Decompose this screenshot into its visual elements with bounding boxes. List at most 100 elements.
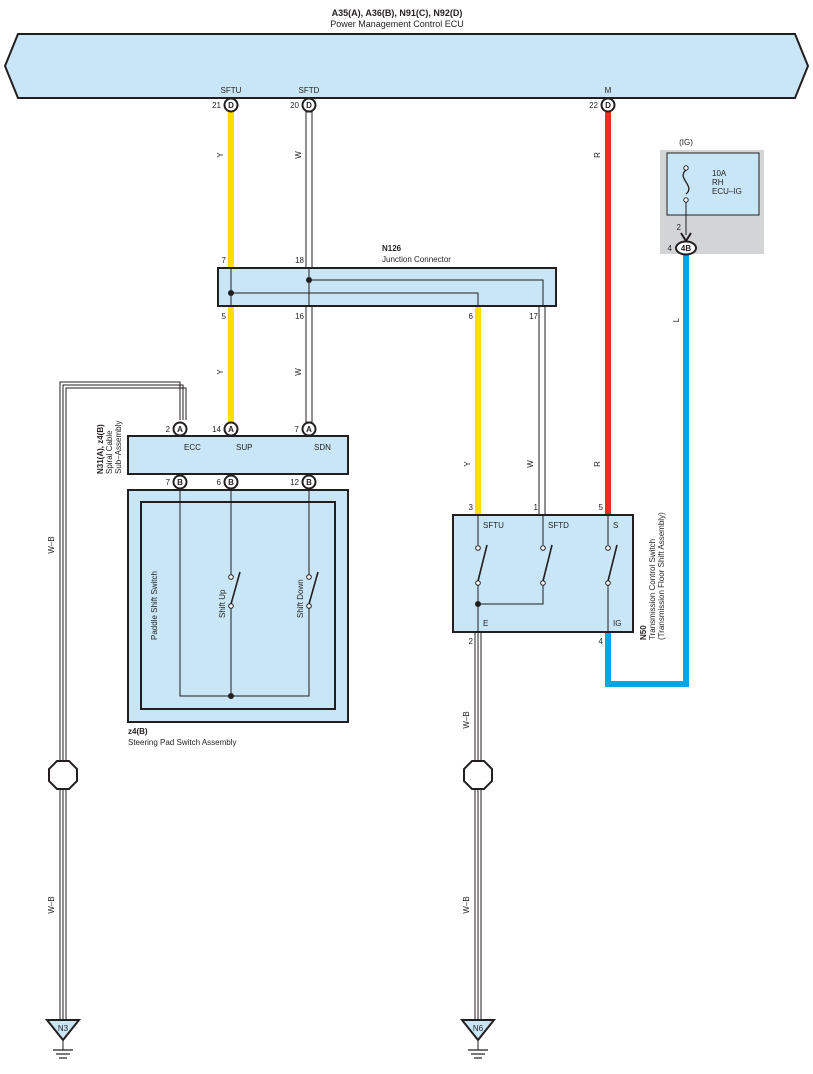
n50-signal-ig: IG — [613, 619, 621, 628]
junction-bus-sftd — [308, 268, 544, 306]
octagon-splice-icon — [48, 760, 78, 790]
pin-connector-letter: B — [228, 478, 234, 487]
spiral-pin-number: 12 — [290, 478, 299, 487]
wire-label: Y — [463, 461, 472, 467]
ground-left: N3 — [44, 1019, 82, 1059]
n50-sftd-contact-top — [540, 545, 546, 551]
ground-label-left: N3 — [58, 1024, 69, 1033]
n50-s-switch-icon — [607, 544, 618, 582]
shift-up-label: Shift Up — [218, 589, 227, 618]
spiral-cable: N31(A), z4(B) Spiral Cable Sub–Assembly … — [96, 421, 349, 490]
wire-color-labels: Y W R L Y W Y W R W–B W–B W–B W–B — [47, 151, 681, 914]
ecu-pin-sftd: D — [301, 97, 317, 113]
fuse-pin-connector: 4B — [681, 244, 691, 253]
steering-pad-name: Steering Pad Switch Assembly — [128, 738, 237, 747]
shift-down-label: Shift Down — [296, 579, 305, 618]
n50-pin-2: 2 — [469, 637, 474, 646]
n50-pin-5: 5 — [599, 503, 604, 512]
junction-code: N126 — [382, 244, 402, 253]
shift-down-switch-icon — [308, 571, 319, 605]
wire-label: W–B — [47, 896, 56, 913]
fuse-box — [666, 152, 760, 216]
ecu-block: A35(A), A36(B), N91(C), N92(D) Power Man… — [3, 8, 810, 99]
wire-white-jc-sftd — [538, 305, 546, 516]
steering-pad-switch: z4(B) Steering Pad Switch Assembly Paddl… — [127, 489, 349, 747]
ground-right: N6 — [459, 1019, 497, 1059]
ground-triangle-icon — [44, 1019, 82, 1042]
ecu-pin-label-sftu: SFTU — [221, 86, 242, 95]
transmission-name-line2: (Transmission Floor Shift Assembly) — [657, 512, 666, 640]
ecu-pin-m: D — [600, 97, 616, 113]
ecu-pin-sftu: D — [223, 97, 239, 113]
shift-up-contact-bottom — [228, 603, 234, 609]
ground-label-right: N6 — [473, 1024, 484, 1033]
wires — [59, 111, 689, 1020]
wire-wb-left-mid — [62, 384, 184, 1020]
wire-label: R — [593, 152, 602, 158]
shift-up-switch-icon — [230, 571, 241, 605]
ecu-pin-number-22: 22 — [589, 101, 598, 110]
jc-pin-17: 17 — [529, 312, 538, 321]
fuse-block: (IG) 10A RH ECU–IG 2 4B 4 — [660, 138, 764, 256]
junction-name: Junction Connector — [382, 255, 451, 264]
fuse-icon — [682, 169, 690, 195]
junction-splice-sftu — [228, 290, 234, 296]
spiral-code: N31(A), z4(B) — [96, 424, 105, 474]
n50-signal-sftu: SFTU — [483, 521, 504, 530]
n50-splice — [475, 601, 481, 607]
spiral-pin-number: 6 — [217, 478, 222, 487]
n50-pin-1: 1 — [534, 503, 539, 512]
jc-pin-7: 7 — [222, 256, 227, 265]
junction-bus-sftu — [230, 268, 479, 306]
wire-label: Y — [216, 369, 225, 375]
jc-pin-16: 16 — [295, 312, 304, 321]
pin-connector-letter: D — [306, 101, 312, 110]
jc-pin-6: 6 — [469, 312, 474, 321]
splice-points — [48, 760, 493, 790]
steering-pad-code: z4(B) — [128, 727, 148, 736]
pin-connector-letter: D — [605, 101, 611, 110]
ecu-pin-label-m: M — [605, 86, 612, 95]
n50-internal-wire — [477, 515, 609, 632]
spiral-pin-ecc: A — [172, 421, 188, 437]
spiral-pin-number: 7 — [166, 478, 171, 487]
wire-label: W — [294, 151, 303, 159]
transmission-control-switch: N50 Transmission Control Switch (Transmi… — [452, 503, 666, 646]
wire-label: W — [526, 460, 535, 468]
spiral-name-line1: Spiral Cable — [105, 430, 114, 474]
fuse-terminal-top — [683, 165, 689, 171]
n50-sftu-contact-bottom — [475, 580, 481, 586]
paddle-common-wire — [179, 489, 310, 697]
pin-connector-letter: B — [306, 478, 312, 487]
paddle-shift-label: Paddle Shift Switch — [150, 571, 159, 640]
shift-down-contact-bottom — [306, 603, 312, 609]
ecu-codes: A35(A), A36(B), N91(C), N92(D) — [332, 8, 463, 18]
ecu-pin-number-21: 21 — [212, 101, 221, 110]
wire-white-ecu-sftd — [305, 111, 313, 269]
wire-label: R — [593, 461, 602, 467]
fuse-side: RH — [712, 178, 724, 187]
fuse-pin-number: 4 — [668, 244, 673, 253]
n50-s-contact-top — [605, 545, 611, 551]
n50-pin-4: 4 — [599, 637, 604, 646]
spiral-name-line2: Sub–Assembly — [114, 421, 123, 474]
spiral-pin-b7: B — [172, 474, 188, 490]
fuse-name: ECU–IG — [712, 187, 742, 196]
shift-up-contact-top — [228, 574, 234, 580]
spiral-signal-sup: SUP — [236, 443, 252, 452]
fuse-rating: 10A — [712, 169, 727, 178]
n50-sftd-switch-icon — [542, 544, 553, 582]
wire-label: L — [672, 317, 681, 322]
spiral-signal-sdn: SDN — [314, 443, 331, 452]
spiral-pin-sdn: A — [301, 421, 317, 437]
transmission-name-line1: Transmission Control Switch — [648, 539, 657, 640]
spiral-pin-b12: B — [301, 474, 317, 490]
wire-label: W–B — [47, 536, 56, 553]
fuse-group: (IG) — [679, 138, 693, 147]
wire-label: Y — [216, 152, 225, 158]
n50-signal-e: E — [483, 619, 488, 628]
n50-signal-sftd: SFTD — [548, 521, 569, 530]
n50-sftd-contact-bottom — [540, 580, 546, 586]
octagon-splice-icon — [463, 760, 493, 790]
